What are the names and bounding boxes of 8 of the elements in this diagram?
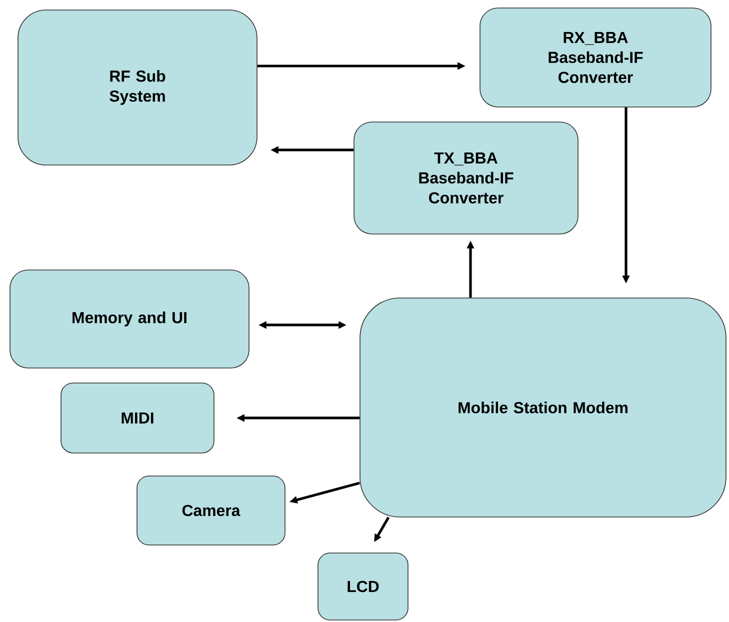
block-box: RX_BBA Baseband-IF Converter (480, 8, 712, 108)
block-box: LCD (318, 552, 408, 620)
block-box: RF Sub System (18, 10, 258, 166)
block-box: Camera (136, 476, 286, 546)
block-box: MIDI (60, 382, 214, 454)
block-box: Memory and UI (10, 270, 250, 368)
block-box: Mobile Station Modem (360, 298, 726, 518)
block-box: TX_BBA Baseband-IF Converter (354, 122, 578, 234)
